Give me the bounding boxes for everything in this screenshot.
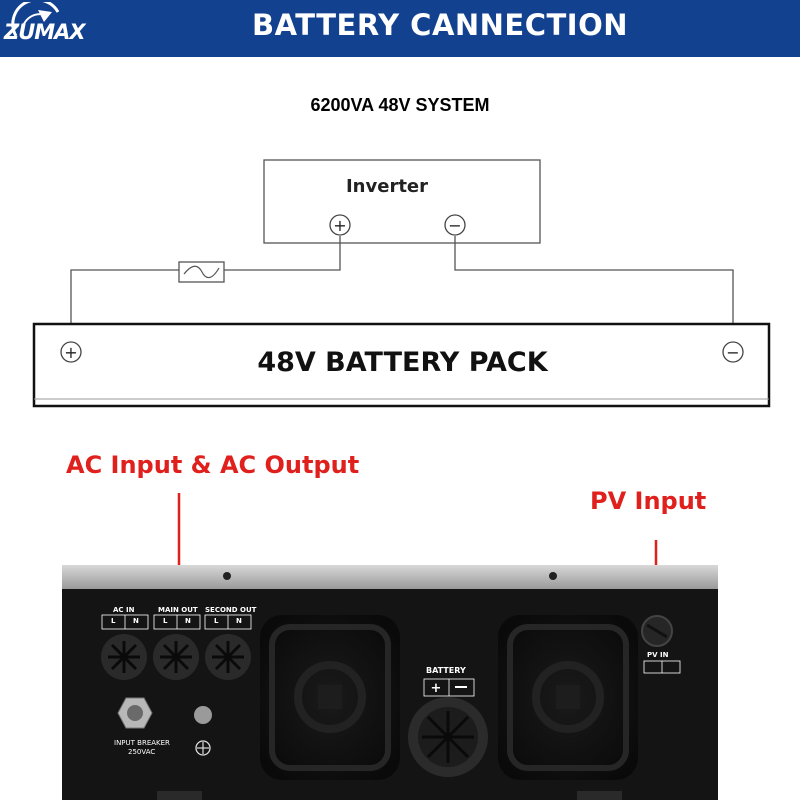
fan-right [498, 615, 638, 780]
ac-in-l: L [111, 617, 116, 625]
battery-pack-box [32, 322, 771, 408]
negative-wire [454, 236, 734, 324]
positive-wire [224, 236, 341, 271]
inverter-negative-symbol: − [448, 216, 461, 235]
inverter-box [263, 159, 541, 244]
inverter-positive-terminal-icon [329, 214, 351, 236]
pv-in-label: PV IN [647, 651, 669, 659]
fuse-wave [183, 265, 220, 279]
inverter-negative-terminal-icon [444, 214, 466, 236]
battery-negative-symbol: − [726, 343, 739, 362]
input-breaker [117, 697, 212, 756]
logo-text: ZUMAX [4, 20, 86, 44]
wiring-diagram: + − + − [32, 159, 771, 408]
second-out-n: N [236, 617, 242, 625]
system-label: 6200VA 48V SYSTEM [0, 95, 800, 116]
positive-wire-2 [70, 269, 179, 324]
ac-in-label: AC IN [113, 606, 135, 614]
battery-positive-terminal-icon [60, 341, 82, 363]
main-out-l: L [163, 617, 168, 625]
battery-positive-symbol: + [64, 343, 77, 362]
zumax-logo-icon [11, 2, 60, 37]
breaker-rating-label: 250VAC [128, 748, 156, 756]
page-title: BATTERY CANNECTION [251, 8, 629, 42]
callout-ac-input-output: AC Input & AC Output [66, 451, 360, 479]
system-label-text: 6200VA 48V SYSTEM [310, 95, 490, 115]
fan-left [260, 615, 400, 780]
second-out-l: L [214, 617, 219, 625]
header-banner: ZUMAX BATTERY CANNECTION [0, 0, 800, 57]
battery-negative-terminal-icon [722, 341, 744, 363]
ac-ports [101, 614, 252, 680]
input-breaker-label: INPUT BREAKER [114, 739, 170, 747]
svg-text:+: + [431, 681, 442, 696]
second-out-label: SECOND OUT [205, 606, 257, 614]
inverter-positive-symbol: + [333, 216, 346, 235]
ac-in-n: N [133, 617, 139, 625]
battery-port-label: BATTERY [426, 666, 466, 675]
callout-pv-input: PV Input [590, 487, 707, 515]
inverter-back-panel: + AC IN MAIN OUT [62, 565, 718, 800]
pv-port [641, 615, 681, 674]
main-out-n: N [185, 617, 191, 625]
main-out-label: MAIN OUT [158, 606, 198, 614]
battery-pack-label: 48V BATTERY PACK [257, 347, 548, 378]
inverter-back-panel-graphic: + [62, 565, 718, 800]
battery-port: + [408, 678, 488, 777]
inverter-label: Inverter [345, 176, 429, 197]
